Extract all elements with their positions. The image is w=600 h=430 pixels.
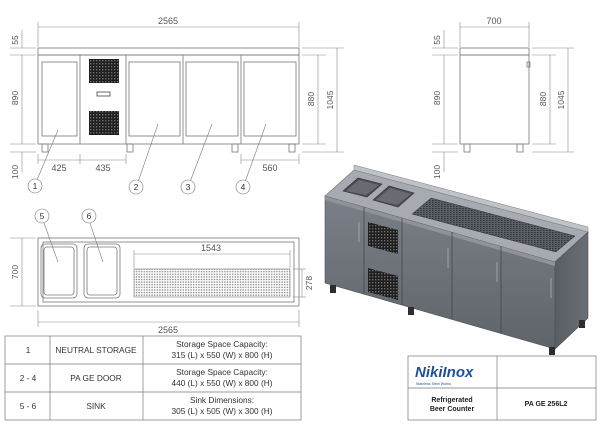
callout-3: 3 — [186, 182, 191, 192]
top-callouts — [34, 208, 104, 263]
legend-desc-3a: Sink Dimensions: — [190, 395, 254, 405]
callout-2: 2 — [134, 182, 139, 192]
front-worktop — [37, 47, 300, 56]
legend-desc-3b: 305 (L) x 505 (W) x 300 (H) — [172, 406, 273, 416]
sink-5-outline — [40, 243, 78, 299]
front-view — [37, 47, 300, 153]
callout-6: 6 — [87, 211, 92, 221]
side-view — [459, 47, 531, 153]
drip-tray-depth-label: 278 — [304, 276, 314, 290]
legend-desc-2a: Storage Space Capacity: — [176, 367, 268, 377]
thermostat-display — [96, 91, 111, 97]
drip-tray-top — [133, 268, 291, 298]
front-leg-height-label: 100 — [10, 165, 20, 179]
compressor-grille-3d-bottom — [368, 268, 398, 300]
top-width-label: 2565 — [158, 325, 178, 335]
front-callouts — [27, 123, 267, 195]
leg — [41, 143, 49, 153]
front-560-label: 560 — [262, 163, 277, 173]
front-425-label: 425 — [51, 163, 66, 173]
callout-circle — [180, 179, 196, 195]
callout-circle — [27, 178, 43, 194]
top-dimension-lines — [10, 237, 306, 327]
legend-ref-3: 5 - 6 — [20, 401, 37, 411]
leg — [288, 143, 296, 153]
legend-name-1: NEUTRAL STORAGE — [55, 345, 137, 355]
top-view — [37, 237, 300, 307]
callout-4: 4 — [241, 182, 246, 192]
legend-desc-1a: Storage Space Capacity: — [176, 339, 268, 349]
front-1045-label: 1045 — [325, 90, 335, 109]
door-4-panel — [243, 61, 297, 137]
side-leg-height-label: 100 — [432, 165, 442, 179]
title-block — [407, 355, 597, 421]
drip-tray-3d — [411, 197, 576, 253]
product-name-line2: Beer Counter — [430, 406, 475, 413]
product-name-line1: Refrigerated — [431, 397, 472, 404]
product-code: PA GE 256L2 — [525, 401, 568, 408]
legend-table — [4, 335, 302, 421]
compressor-grille-bottom — [89, 111, 119, 135]
brand-tagline: Stainless Steel Works — [416, 382, 451, 386]
front-435-label: 435 — [95, 163, 110, 173]
brand-logo: NikiInox — [415, 364, 474, 381]
compressor-grille-top — [89, 59, 119, 83]
side-1045-label: 1045 — [556, 90, 566, 109]
door-2-panel — [128, 61, 181, 137]
leg — [126, 143, 134, 153]
front-body-height-label: 890 — [10, 91, 20, 105]
top-depth-label: 700 — [10, 265, 20, 279]
isometric-render — [324, 164, 589, 355]
door-1-panel — [41, 61, 78, 137]
side-body-height-label: 890 — [432, 91, 442, 105]
side-top-height-label: 55 — [432, 35, 442, 45]
front-top-height-label: 55 — [10, 35, 20, 45]
legend-name-2: PA GE DOOR — [70, 373, 121, 383]
compressor-grille-3d-top — [368, 222, 398, 254]
door-3-panel — [185, 61, 239, 137]
side-depth-label: 700 — [486, 16, 501, 26]
legend-desc-1b: 315 (L) x 550 (W) x 800 (H) — [172, 350, 273, 360]
front-body — [37, 54, 300, 145]
drip-tray-length-label: 1543 — [201, 243, 221, 253]
legend-ref-1: 1 — [26, 345, 31, 355]
legend-desc-2b: 440 (L) x 550 (W) x 800 (H) — [172, 378, 273, 388]
callout-circle — [128, 179, 144, 195]
callout-circle — [235, 179, 251, 195]
front-880-label: 880 — [306, 92, 316, 106]
sink-6-outline — [83, 243, 121, 299]
front-width-label: 2565 — [158, 16, 178, 26]
callout-5: 5 — [40, 211, 45, 221]
leg — [231, 143, 239, 153]
side-880-label: 880 — [538, 92, 548, 106]
front-dimension-lines — [10, 22, 344, 172]
legend-name-3: SINK — [86, 401, 106, 411]
legend-ref-2: 2 - 4 — [20, 373, 37, 383]
callout-1: 1 — [33, 181, 38, 191]
side-dimension-lines — [432, 22, 574, 172]
